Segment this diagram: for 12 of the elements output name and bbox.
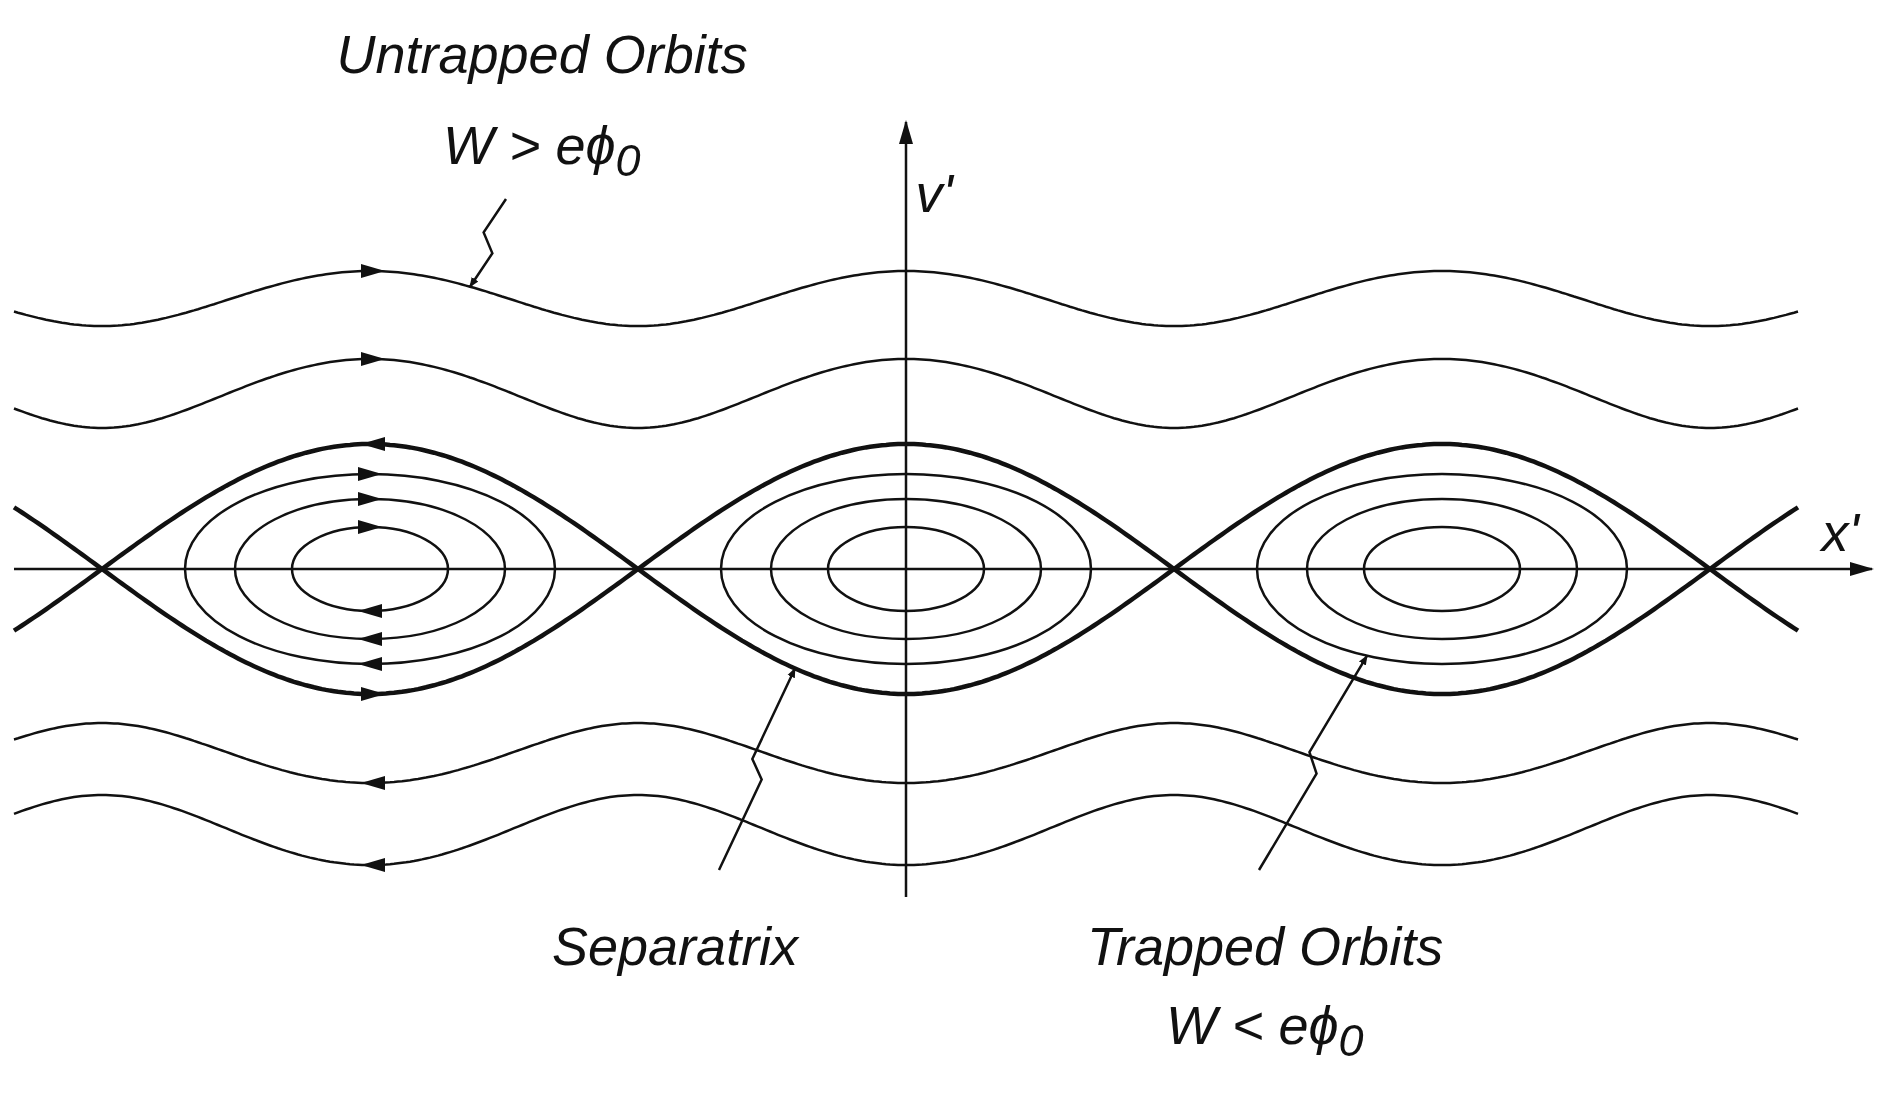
- leader-line: [1257, 655, 1369, 871]
- untrapped-orbit-curve: [13, 264, 1799, 328]
- leader-line: [468, 198, 508, 288]
- orbit-label: Untrapped Orbits: [336, 24, 748, 84]
- orbit-label: Separatrix: [552, 916, 799, 976]
- leader-line: [717, 667, 797, 871]
- separatrix-curve: [12, 437, 1800, 701]
- axis-label: v': [915, 163, 953, 223]
- axis-label: x': [1821, 502, 1859, 562]
- energy-condition-label: W > eϕ$_{0}$: [443, 115, 641, 185]
- energy-condition-label: W < eϕ$_{0}$: [1166, 995, 1364, 1065]
- orbit-label: Trapped Orbits: [1087, 916, 1444, 976]
